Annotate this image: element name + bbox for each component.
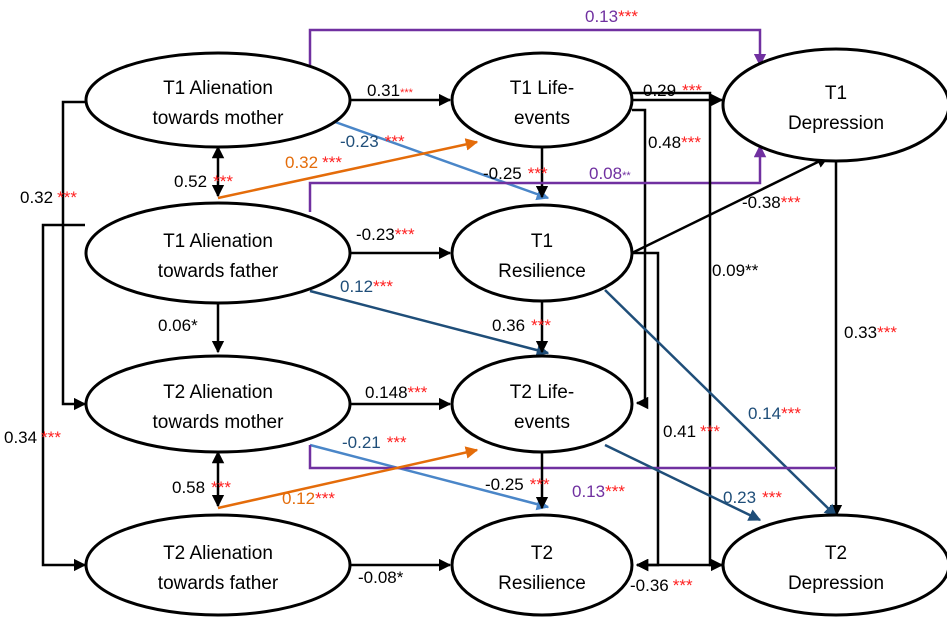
label-p023-blue: 0.23*** <box>723 488 782 507</box>
label-pm025-t2: -0.25*** <box>485 475 550 494</box>
node-t2-alienation-father: T2 Alienation towards father <box>84 513 352 617</box>
edge-t1res-to-t1dep <box>631 155 830 255</box>
edge-t1af-to-t2af <box>41 223 87 572</box>
svg-text:T1 Alienation: T1 Alienation <box>163 78 273 99</box>
label-p036: 0.36*** <box>492 316 551 335</box>
label-pm021: -0.21*** <box>342 433 407 452</box>
svg-text:T2: T2 <box>531 543 553 564</box>
edge-t1am-to-t2am <box>61 100 87 411</box>
edge-t1af-to-t1dep <box>308 144 767 212</box>
node-t1-alienation-mother: T1 Alienation towards mother <box>84 51 352 149</box>
svg-text:Depression: Depression <box>788 573 884 594</box>
label-pm036: -0.36*** <box>630 576 693 595</box>
svg-text:towards father: towards father <box>158 573 279 594</box>
label-p033: 0.33*** <box>844 323 897 342</box>
edge-t1am-to-t1dep <box>308 28 767 67</box>
svg-text:towards mother: towards mother <box>153 412 285 433</box>
svg-text:T2: T2 <box>825 543 847 564</box>
svg-text:towards mother: towards mother <box>153 108 285 129</box>
label-p008: 0.08** <box>589 164 631 183</box>
svg-text:Depression: Depression <box>788 113 884 134</box>
edge-t1af-to-t2le <box>309 289 550 357</box>
edges <box>41 28 843 572</box>
label-p032-left: 0.32*** <box>20 188 77 207</box>
node-t1-resilience: T1 Resilience <box>450 203 634 303</box>
label-p052: 0.52*** <box>174 172 233 191</box>
svg-text:T1: T1 <box>825 83 847 104</box>
node-t2-life-events: T2 Life- events <box>450 354 634 454</box>
label-p058: 0.58*** <box>172 478 231 497</box>
label-p029: 0.29*** <box>643 81 702 100</box>
node-t2-depression: T2 Depression <box>721 513 947 617</box>
label-p032-orange: 0.32*** <box>285 153 342 172</box>
svg-text:Resilience: Resilience <box>498 573 586 594</box>
svg-text:towards father: towards father <box>158 261 279 282</box>
label-p012-blue: 0.12*** <box>340 277 393 296</box>
svg-text:T2 Life-: T2 Life- <box>510 382 574 403</box>
svg-text:T2 Alienation: T2 Alienation <box>163 382 273 403</box>
label-p0148: 0.148*** <box>365 383 428 402</box>
svg-text:T1 Alienation: T1 Alienation <box>163 231 273 252</box>
node-t1-life-events: T1 Life- events <box>450 51 634 149</box>
label-pm023-black: -0.23*** <box>356 225 415 244</box>
label-p013-purple: 0.13*** <box>572 482 625 501</box>
label-pm025-t1: -0.25*** <box>483 164 548 183</box>
svg-text:events: events <box>514 412 570 433</box>
edge-labels: 0.13*** 0.31*** 0.29*** 0.48*** -0.23***… <box>4 7 897 595</box>
label-pm038: -0.38*** <box>742 193 801 212</box>
nodes: T1 Alienation towards mother T1 Alienati… <box>84 47 947 617</box>
edge-t1af-to-t1le <box>217 138 479 200</box>
svg-text:T1: T1 <box>531 231 553 252</box>
node-t2-resilience: T2 Resilience <box>450 513 634 617</box>
label-p009: 0.09** <box>712 261 759 280</box>
edge-t2am-to-t2dep <box>308 445 836 470</box>
edge-t2af-to-t2le <box>217 446 479 510</box>
svg-text:T2 Alienation: T2 Alienation <box>163 543 273 564</box>
label-p014-blue: 0.14*** <box>748 404 801 423</box>
label-pm008: -0.08* <box>358 568 404 587</box>
label-p048: 0.48*** <box>648 133 701 152</box>
node-t2-alienation-mother: T2 Alienation towards mother <box>84 354 352 454</box>
svg-text:Resilience: Resilience <box>498 261 586 282</box>
node-t1-alienation-father: T1 Alienation towards father <box>84 201 352 305</box>
edge-t2am-to-t2res <box>309 443 550 511</box>
svg-text:events: events <box>514 108 570 129</box>
label-p006: 0.06* <box>158 316 198 335</box>
label-p031: 0.31*** <box>367 81 414 100</box>
edge-t1le-to-t2le <box>632 108 649 410</box>
edge-t2le-to-t2dep <box>604 443 762 522</box>
label-p013-top: 0.13*** <box>585 7 638 26</box>
edge-t1res-to-t2dep <box>604 289 837 517</box>
svg-text:T1 Life-: T1 Life- <box>510 78 574 99</box>
label-p034: 0.34*** <box>4 428 61 447</box>
label-p041: 0.41*** <box>663 422 720 441</box>
node-t1-depression: T1 Depression <box>721 47 947 163</box>
label-p012-orange: 0.12*** <box>282 489 335 508</box>
label-pm023: -0.23*** <box>340 132 405 151</box>
